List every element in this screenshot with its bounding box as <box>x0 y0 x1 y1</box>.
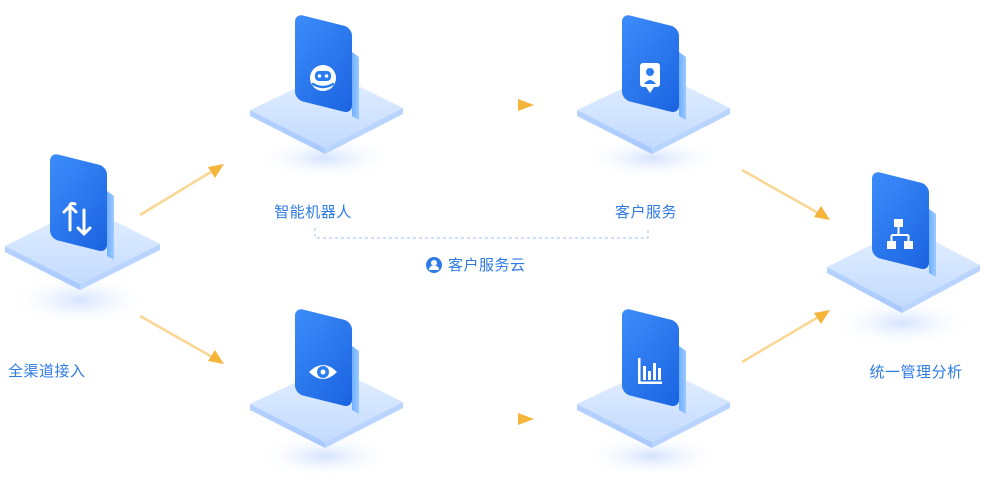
plate-top <box>250 72 403 148</box>
plate-edge-right <box>652 108 730 154</box>
node-unified-management <box>827 172 980 347</box>
node-analytics <box>577 309 730 478</box>
plate-top <box>827 227 980 307</box>
cloud-caption: 客户服务云 <box>426 254 526 275</box>
label-unified-management: 统一管理分析 <box>869 363 963 381</box>
bar-chart-icon <box>638 358 662 384</box>
plate-edge <box>577 404 652 448</box>
arrow-access-to-bot <box>139 164 224 217</box>
arrow-bot-to-service <box>420 99 534 111</box>
plate-edge <box>5 246 80 290</box>
plate-edge <box>577 110 652 154</box>
plate-reflection <box>10 274 150 326</box>
eye-icon <box>309 365 337 379</box>
person-icon <box>426 256 442 273</box>
plate-reflection <box>582 434 722 478</box>
tile <box>295 15 359 120</box>
plate-reflection <box>255 434 395 478</box>
chat-robot-icon <box>310 65 336 91</box>
tile <box>295 309 359 414</box>
node-monitor <box>250 309 403 478</box>
plate-edge-right <box>80 244 160 290</box>
node-smart-bot <box>250 15 403 180</box>
arrow-analytics-to-management <box>741 310 830 364</box>
tile <box>50 154 114 260</box>
plate-edge-right <box>902 265 980 313</box>
plate-edge-right <box>325 402 403 448</box>
label-smart-bot: 智能机器人 <box>274 203 352 221</box>
arrow-monitor-to-analytics <box>420 413 534 425</box>
arrow-service-to-management <box>741 168 830 220</box>
plate-edge <box>827 267 902 313</box>
cloud-group-bracket <box>314 228 649 239</box>
arrow-access-to-monitor <box>139 314 224 364</box>
node-channel-access <box>5 154 160 326</box>
plate-reflection <box>255 136 395 180</box>
plate-edge-right <box>652 402 730 448</box>
label-channel-access: 全渠道接入 <box>8 362 86 380</box>
org-chart-icon <box>887 219 913 249</box>
plate-edge <box>250 110 325 154</box>
plate-top <box>577 72 730 148</box>
plate-top <box>250 366 403 442</box>
plate-reflection <box>582 136 722 180</box>
plate-top <box>577 366 730 442</box>
tile <box>622 309 686 414</box>
plate-edge <box>250 404 325 448</box>
plate-edge-right <box>325 108 403 154</box>
label-cloud: 客户服务云 <box>448 256 526 274</box>
person-badge-icon <box>640 63 660 93</box>
node-customer-service <box>577 15 730 180</box>
plate-reflection <box>832 299 972 347</box>
label-customer-service: 客户服务 <box>614 203 678 221</box>
swap-arrows-icon <box>62 201 92 236</box>
